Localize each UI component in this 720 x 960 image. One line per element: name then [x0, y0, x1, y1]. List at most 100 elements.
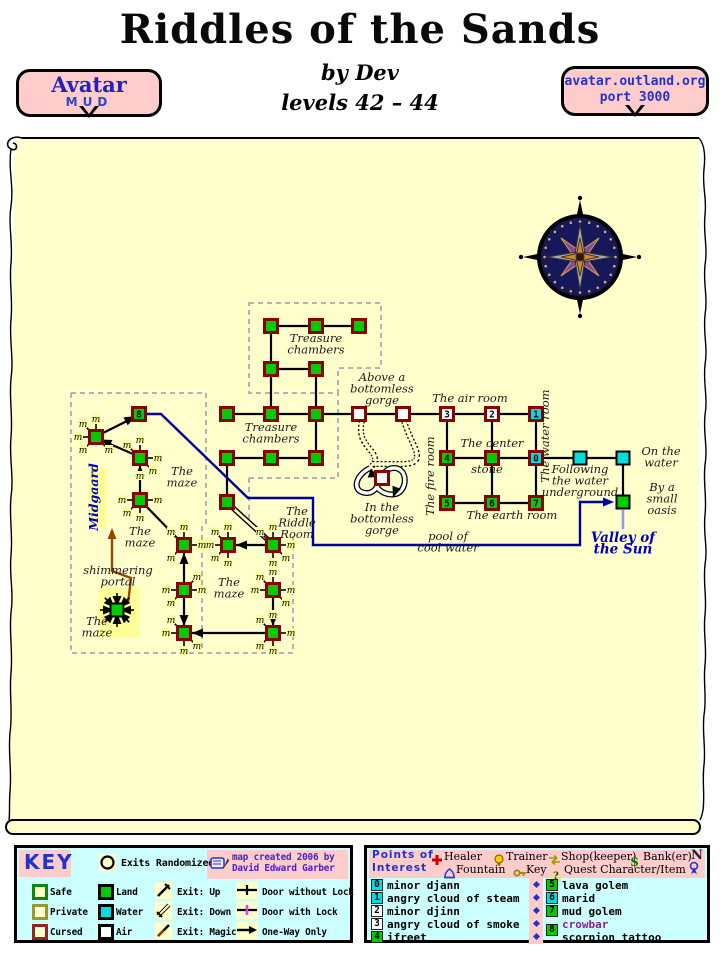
maze-exit-highlight	[281, 552, 290, 562]
maze-exit-label: m	[224, 523, 233, 533]
map-room-node	[131, 406, 147, 422]
maze-exit-label: m	[167, 528, 176, 538]
service-label: Healer	[444, 850, 482, 863]
door-oneway-icon	[236, 922, 258, 939]
maze-exit-highlight	[167, 597, 176, 607]
maze-exit-highlight	[136, 435, 144, 444]
map-label-line: bottomless	[350, 512, 414, 526]
poi-number-square: 1	[371, 892, 383, 904]
poi-item-label: angry cloud of steam	[387, 892, 520, 905]
terrain-type-swatch	[98, 904, 114, 920]
one-way-arrow	[179, 615, 189, 626]
maze-exit-label: m	[287, 541, 296, 551]
map-label-line: Following	[551, 462, 609, 476]
map-label-line: Above a	[358, 370, 406, 384]
maze-exit-highlight	[269, 558, 277, 567]
map-label: The center	[460, 436, 525, 450]
service-label: Shop(keeper)	[561, 850, 637, 863]
exit-down-icon	[155, 902, 172, 919]
maze-exit-label: m	[206, 541, 215, 551]
map-room-node	[308, 361, 324, 377]
map-label-line: The air room	[432, 391, 508, 405]
maze-exit-label: m	[269, 523, 278, 533]
map-label-line: Valley of	[591, 530, 657, 546]
room-number: 8	[136, 409, 142, 420]
maze-exit-highlight	[224, 558, 232, 567]
map-label-line: The	[171, 464, 193, 478]
maze-exit-label: m	[269, 611, 278, 621]
map-label: The water room	[538, 389, 552, 482]
terrain-type-label: Land	[116, 887, 138, 898]
one-way-arrow	[603, 497, 614, 507]
map-label-line: In the	[364, 500, 400, 514]
poi-item-label: minor djinn	[387, 905, 460, 918]
map-room-node	[176, 625, 192, 641]
map-room-node	[176, 537, 192, 553]
maze-exit-highlight	[224, 522, 232, 531]
server-port: port 3000	[599, 90, 671, 105]
map-label-line: bottomless	[350, 382, 414, 396]
map-label-line: oasis	[647, 503, 676, 517]
randomized-region-border	[249, 394, 339, 479]
key-title: KEY	[24, 850, 74, 874]
level-range: levels 42 – 44	[281, 90, 439, 115]
one-way-arrow	[120, 605, 131, 615]
exit-type-label: Exit: Down	[177, 907, 231, 918]
map-label-line: The	[129, 524, 151, 538]
gorge-path-core	[372, 420, 419, 466]
maze-exit-label: m	[256, 616, 265, 626]
maze-exit-highlight	[167, 552, 176, 562]
map-room-node	[351, 406, 367, 422]
room-type-label: Cursed	[50, 927, 83, 938]
maze-exit-highlight	[269, 522, 277, 531]
randomized-icon	[99, 854, 116, 871]
maze-exit-highlight	[287, 628, 295, 637]
poi-number-square: 6	[546, 892, 558, 904]
north-label: N	[691, 848, 703, 863]
map-room-node	[219, 494, 235, 510]
maze-exit-label: m	[79, 420, 88, 430]
map-room-node	[395, 406, 411, 422]
map-label-line: Room	[279, 527, 314, 541]
map-label-line: underground	[542, 485, 618, 499]
arrows-icon	[548, 851, 561, 870]
poi-number-square: 3	[371, 918, 383, 930]
map-room-node	[308, 318, 324, 334]
one-way-arrow	[112, 613, 122, 624]
poi-number-square: 2	[371, 905, 383, 917]
server-host: avatar.outland.org	[564, 74, 706, 89]
maze-exit-label: m	[211, 554, 220, 564]
poi-item-crowbar: crowbar	[562, 918, 609, 931]
map-room-node	[308, 450, 324, 466]
maze-exit-highlight	[79, 419, 88, 429]
terrain-type-label: Water	[116, 907, 143, 918]
maze-exit-highlight	[192, 640, 201, 650]
map-room-node	[263, 450, 279, 466]
midgaard-highlight	[89, 468, 107, 527]
maze-exit-highlight	[256, 640, 265, 650]
map-room-node	[265, 537, 281, 553]
maze-exit-label: m	[224, 559, 233, 569]
map-room-node	[528, 406, 544, 422]
exit-magical-icon	[155, 922, 172, 939]
maze-exit-label: m	[269, 647, 278, 657]
maze-exit-label: m	[167, 554, 176, 564]
maze-exit-label: m	[162, 586, 171, 596]
room-number: 7	[533, 498, 539, 509]
credit-line2: David Edward Garber	[232, 863, 335, 874]
maze-exit-label: m	[118, 496, 127, 506]
map-label-line: The fire room	[423, 436, 437, 516]
map-label-line: stone	[471, 462, 503, 476]
exit-up-icon	[155, 882, 172, 899]
map-room-node	[263, 318, 279, 334]
map-label-line: pool of	[428, 529, 469, 543]
map-label-line: maze	[125, 536, 156, 550]
server-address-badge: avatar.outland.org port 3000	[561, 66, 709, 117]
